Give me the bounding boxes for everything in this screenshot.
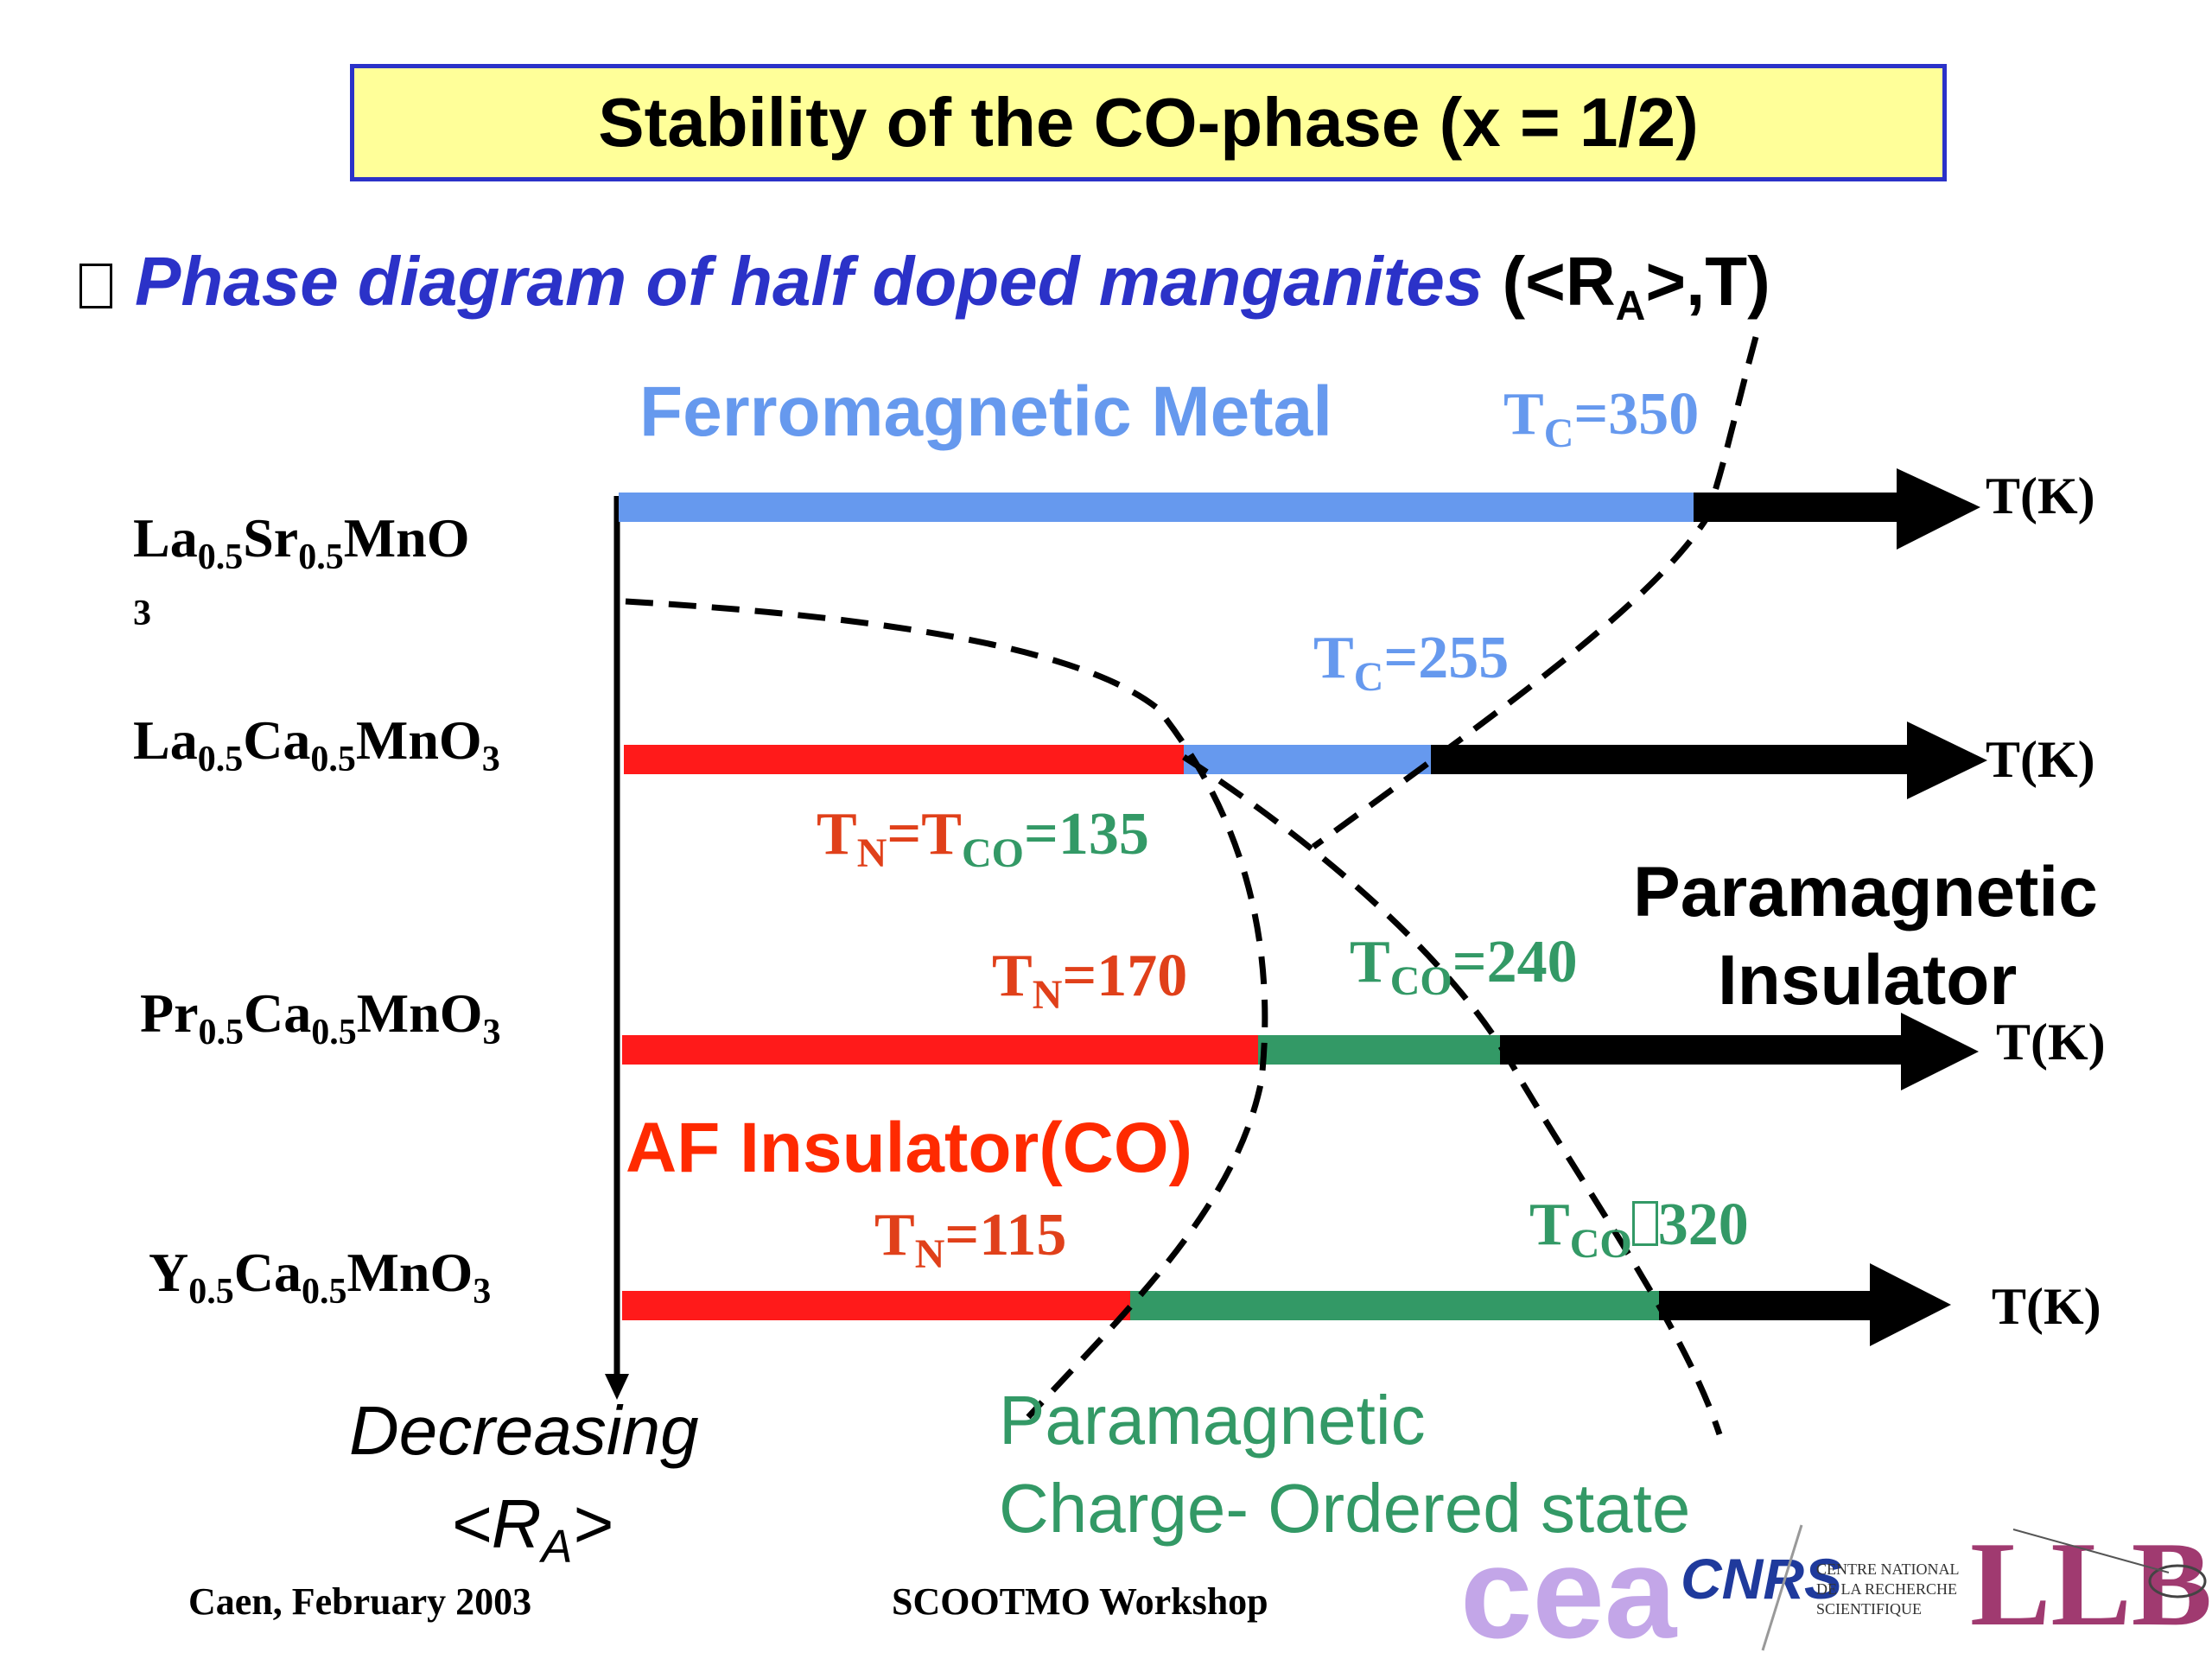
region-paramagnetic-insulator-1: Paramagnetic: [1633, 853, 2098, 931]
subtitle-tail-close: >,T): [1645, 243, 1770, 320]
bar-pcmo-co: [1258, 1035, 1500, 1065]
value-tc-350: TC=350: [1503, 381, 1700, 456]
arrow-lcmo: [1907, 721, 1987, 799]
bar-ycmo-pi: [1659, 1291, 1875, 1320]
compound-ycmo: Y0.5Ca0.5MnO3: [149, 1242, 492, 1312]
region-pco-2: Charge- Ordered state: [999, 1470, 1691, 1547]
tk-label-4: T(K): [1992, 1278, 2101, 1335]
bar-ycmo-af: [622, 1291, 1130, 1320]
arrow-pcmo: [1901, 1013, 1979, 1090]
bar-lsmo-fm: [619, 493, 1694, 522]
ra-axis-arrowhead: [605, 1374, 629, 1400]
footer-center: SCOOTMO Workshop: [892, 1580, 1268, 1623]
llb-logo-ring-icon: [2148, 1564, 2207, 1599]
tk-label-1: T(K): [1986, 467, 2095, 524]
region-pco-1: Paramagnetic: [999, 1382, 1426, 1459]
bar-pcmo-pi: [1500, 1035, 1906, 1065]
arrow-lsmo: [1897, 468, 1980, 550]
region-ferromagnetic-metal: Ferromagnetic Metal: [639, 372, 1332, 451]
compound-lcmo: La0.5Ca0.5MnO3: [133, 709, 500, 779]
subtitle-tail-open: (<R: [1483, 243, 1616, 320]
value-tn-115: TN=115: [874, 1202, 1067, 1277]
bar-lsmo-pi: [1694, 493, 1901, 522]
compound-pcmo: Pr0.5Ca0.5MnO3: [140, 982, 501, 1052]
boundary-af: [625, 598, 1268, 1420]
value-tc-255: TC=255: [1313, 625, 1510, 700]
subtitle-italic: Phase diagram of half doped manganites: [135, 243, 1484, 320]
tk-label-3: T(K): [1996, 1014, 2106, 1071]
tk-label-2: T(K): [1986, 731, 2095, 788]
cea-logo: cea: [1460, 1520, 1678, 1659]
slide-title: Stability of the CO-phase (x = 1/2): [350, 64, 1947, 181]
compound-lsmo-sub3: 3: [133, 594, 151, 633]
cnrs-text-1: CENTRE NATIONAL: [1816, 1560, 1959, 1578]
bar-ycmo-co: [1130, 1291, 1659, 1320]
bar-lcmo-pi: [1431, 745, 1911, 774]
cnrs-text-3: SCIENTIFIQUE: [1816, 1600, 1922, 1618]
value-tco-240: TCO=240: [1350, 929, 1578, 1004]
boundary-fm-pi: [1311, 336, 1759, 849]
compound-lsmo: La0.5Sr0.5MnO: [133, 507, 470, 577]
missing-glyph-icon: [1631, 1201, 1658, 1246]
bar-pcmo-af: [622, 1035, 1258, 1065]
subtitle-line: Phase diagram of half doped manganites (…: [79, 247, 1770, 327]
value-tn-tco-135: TN=TCO=135: [817, 801, 1149, 876]
decreasing-label: Decreasing: [349, 1392, 699, 1469]
footer-left: Caen, February 2003: [188, 1580, 532, 1623]
bar-lcmo-af: [624, 745, 1184, 774]
bullet-box-icon: [79, 264, 112, 308]
ra-label: <RA>: [451, 1485, 613, 1573]
llb-logo-line-icon: [2012, 1529, 2170, 1573]
value-tn-170: TN=170: [992, 943, 1188, 1018]
region-paramagnetic-insulator-2: Insulator: [1718, 941, 2018, 1020]
bar-lcmo-fm: [1184, 745, 1431, 774]
boundary-co-pi: [1182, 754, 1723, 1436]
arrow-ycmo: [1870, 1263, 1951, 1346]
cnrs-logo-stroke: [1761, 1524, 1803, 1651]
llb-logo: LLB: [1970, 1517, 2212, 1651]
slide-title-text: Stability of the CO-phase (x = 1/2): [598, 84, 1699, 161]
cnrs-logo: CNRS: [1681, 1547, 1842, 1611]
region-af-insulator: AF Insulator(CO): [626, 1109, 1192, 1187]
cnrs-text-2: DE LA RECHERCHE: [1816, 1580, 1957, 1598]
subtitle-tail-sub: A: [1615, 283, 1646, 329]
